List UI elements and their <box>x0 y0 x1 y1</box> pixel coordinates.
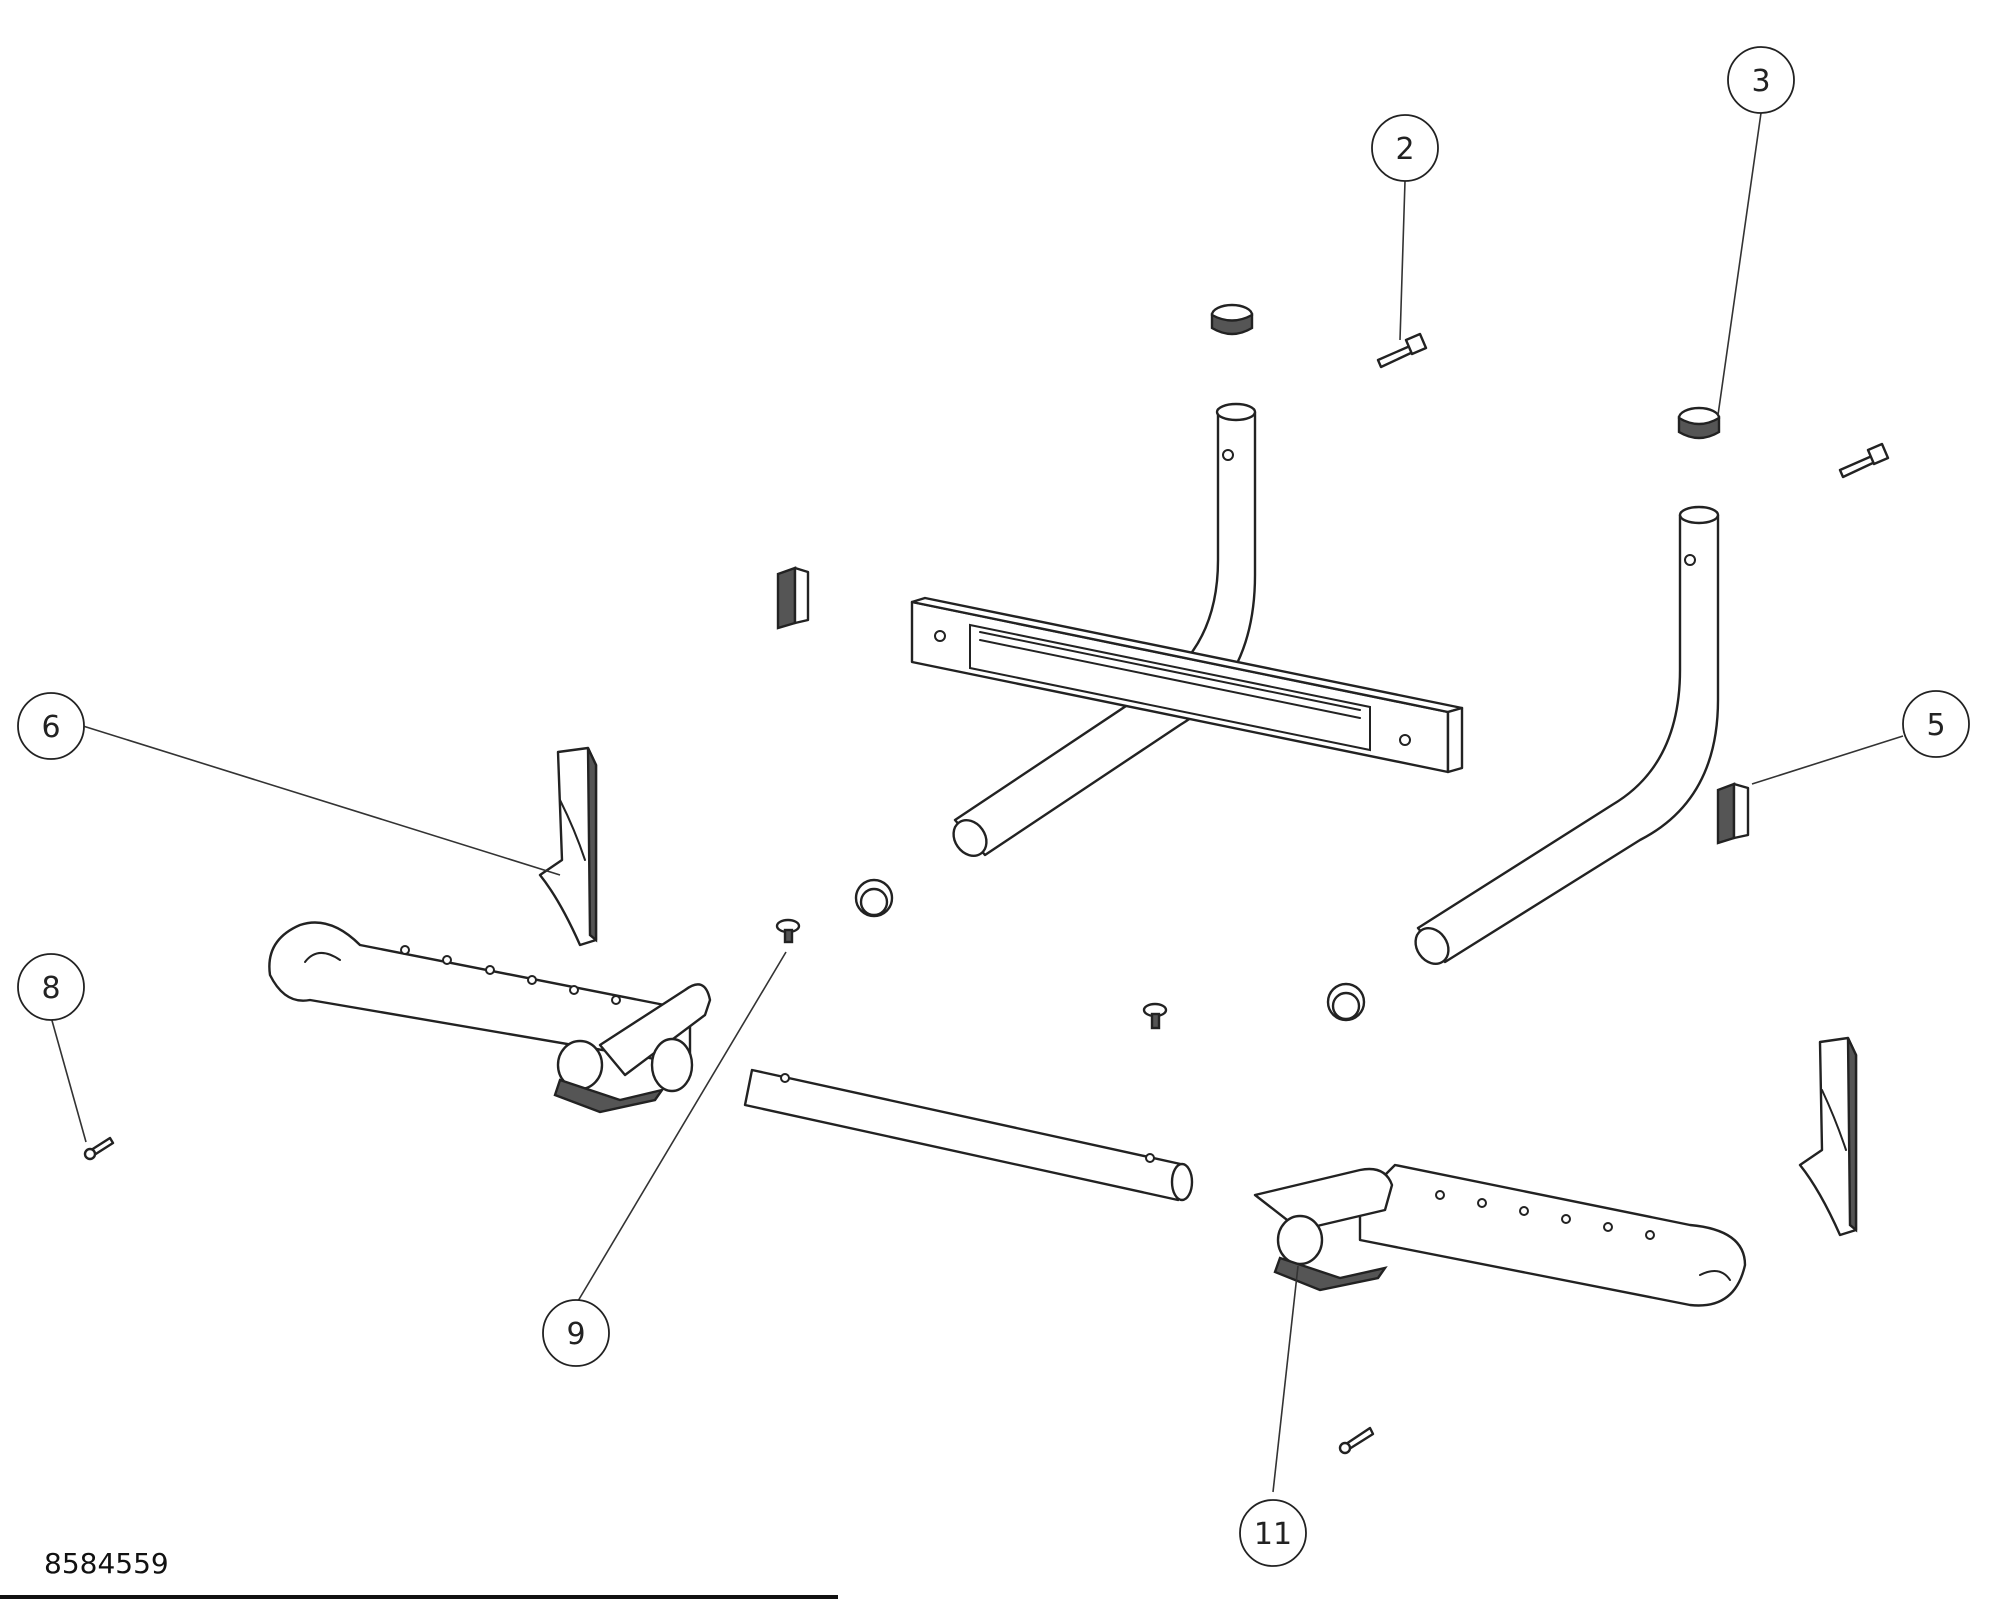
bolt-top <box>1376 332 1428 369</box>
straight-tube <box>743 1068 1194 1202</box>
screw-center <box>1142 1002 1168 1030</box>
handle-bracket-left <box>538 746 598 947</box>
document-number: 8584559 <box>44 1547 169 1580</box>
leader-5 <box>1751 735 1904 785</box>
footer-rule <box>0 1595 838 1599</box>
bolt-left <box>83 1136 115 1161</box>
svg-text:8: 8 <box>41 971 60 1006</box>
frame-tube-right <box>1414 505 1720 965</box>
svg-text:3: 3 <box>1751 64 1770 99</box>
leader-lines <box>50 112 1904 1493</box>
callout-8: 8 <box>17 953 85 1021</box>
screw-left <box>775 918 801 944</box>
svg-text:2: 2 <box>1395 132 1414 167</box>
svg-text:5: 5 <box>1926 708 1945 743</box>
callout-5: 5 <box>1902 690 1970 758</box>
leader-11 <box>1272 1265 1299 1493</box>
leader-6 <box>82 725 561 876</box>
callout-11: 11 <box>1239 1499 1307 1567</box>
svg-text:6: 6 <box>41 710 60 745</box>
leader-3 <box>1717 112 1762 416</box>
u-handle-left <box>268 921 712 1114</box>
crossbar <box>910 596 1464 774</box>
callout-6: 6 <box>17 692 85 760</box>
end-cap-top-right <box>1677 406 1721 440</box>
svg-text:11: 11 <box>1254 1517 1292 1552</box>
end-cap-top-left <box>1210 303 1254 336</box>
callout-9: 9 <box>542 1299 610 1367</box>
leader-2 <box>1399 180 1406 341</box>
handle-bracket-right <box>1798 1036 1858 1237</box>
callout-3: 3 <box>1727 46 1795 114</box>
frame-tube-left <box>952 402 1257 857</box>
rect-cap-left <box>776 566 810 630</box>
bolt-right <box>1838 442 1890 479</box>
u-handle-right <box>1253 1163 1747 1307</box>
end-cap-mid-left <box>854 878 894 918</box>
leader-9 <box>577 951 787 1302</box>
svg-text:9: 9 <box>566 1317 585 1352</box>
callout-2: 2 <box>1371 114 1439 182</box>
leader-8 <box>50 1016 87 1143</box>
end-cap-mid-right <box>1326 982 1366 1022</box>
rect-cap-right <box>1716 782 1750 845</box>
bolt-bottom <box>1338 1426 1375 1455</box>
